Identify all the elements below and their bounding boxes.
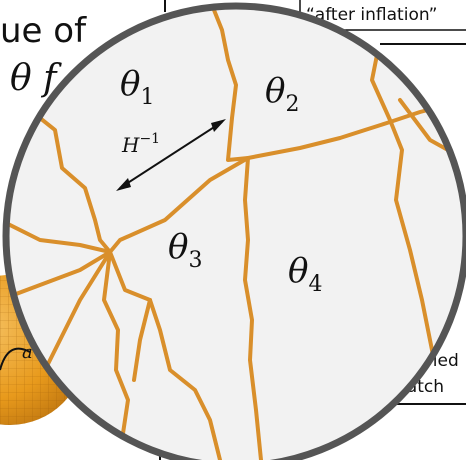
- top-left-text: ue of: [0, 11, 87, 51]
